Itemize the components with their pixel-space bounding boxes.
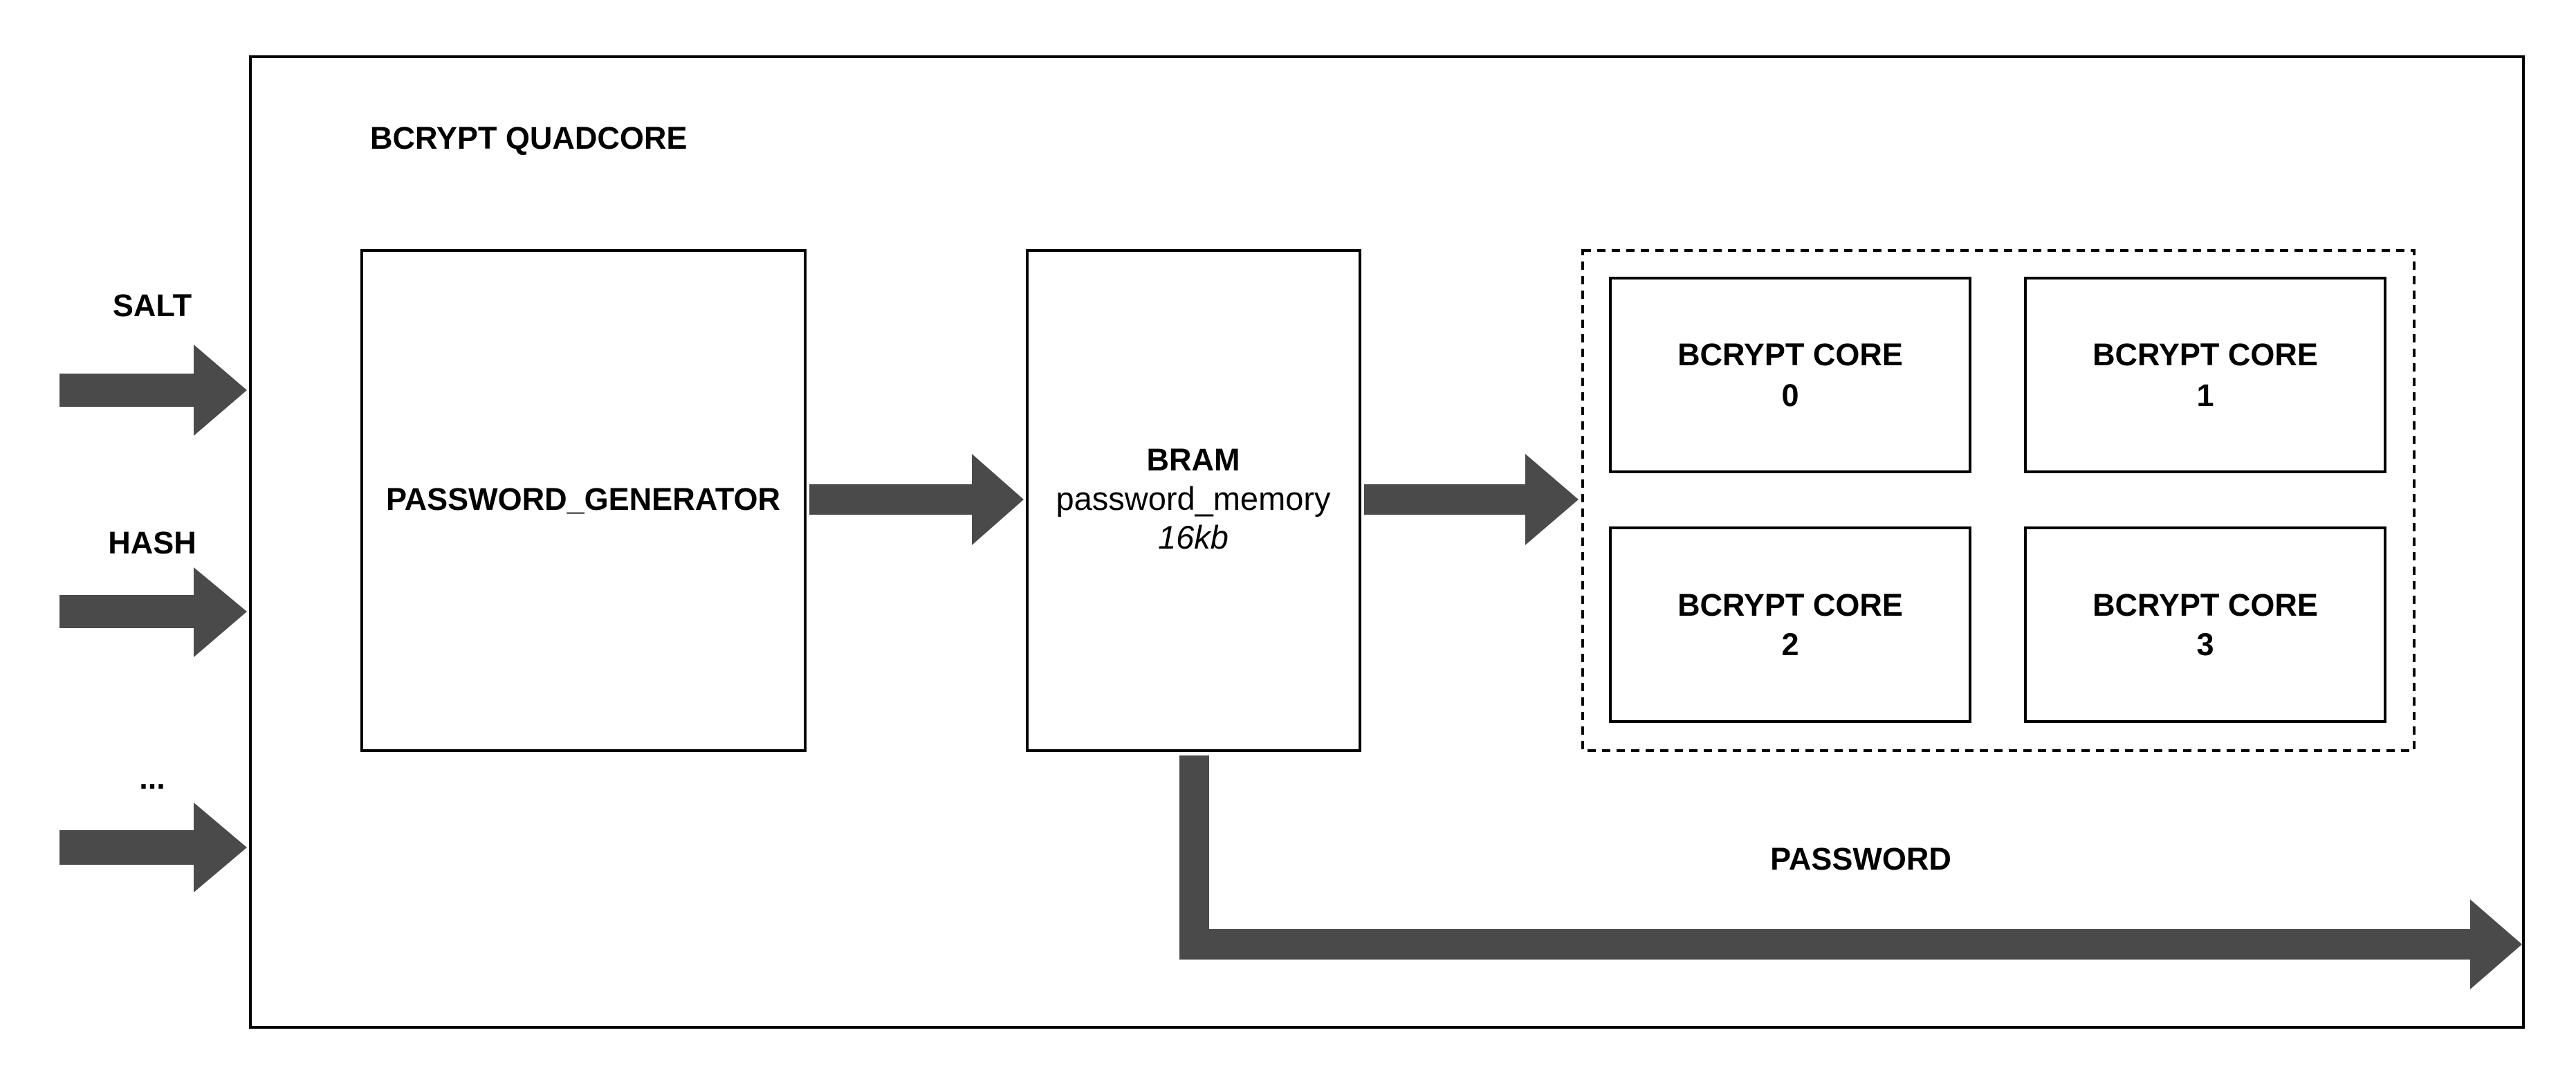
arrow-bram-to-cores [1364,454,1579,545]
bcrypt-core-2-index: 2 [1781,627,1798,662]
input-label-hash: HASH [108,525,196,560]
password-generator-label: PASSWORD_GENERATOR [386,482,780,517]
bram-size: 16kb [1158,519,1229,556]
bcrypt-core-1-title: BCRYPT CORE [2092,337,2318,372]
cores-group [1581,249,2416,752]
bcrypt-core-0-title: BCRYPT CORE [1677,337,1903,372]
arrow-generator-to-bram [809,454,1024,545]
bcrypt-core-0 [1609,277,1971,473]
bcrypt-core-1 [2024,277,2386,473]
output-arrow-password [1179,755,2522,989]
bcrypt-core-2 [1609,526,1971,723]
bcrypt-core-2-title: BCRYPT CORE [1677,587,1903,623]
input-label-salt: SALT [113,288,192,323]
bcrypt-core-3-title: BCRYPT CORE [2092,587,2318,623]
bcrypt-core-1-index: 1 [2196,378,2214,413]
bram-block [1026,249,1361,752]
password-generator-block [360,249,807,752]
input-arrow-hash [59,567,247,657]
output-label-password: PASSWORD [1770,841,1951,877]
bcrypt-core-3 [2024,526,2386,723]
bram-memory-name: password_memory [1056,480,1331,517]
bram-title: BRAM [1147,442,1240,477]
input-arrow-more [59,803,247,892]
quadcore-container [249,55,2525,1029]
bcrypt-core-3-index: 3 [2196,627,2214,662]
container-title: BCRYPT QUADCORE [370,120,687,156]
input-arrow-salt [59,345,247,436]
bcrypt-core-0-index: 0 [1781,378,1798,413]
input-label-more: ... [139,760,165,796]
